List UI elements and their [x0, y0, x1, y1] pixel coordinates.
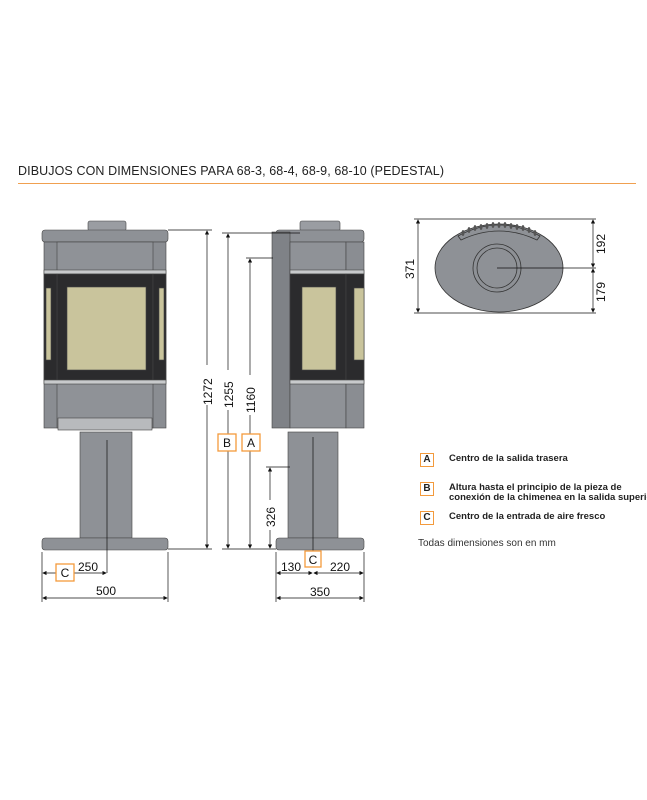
page-title: DIBUJOS CON DIMENSIONES PARA 68-3, 68-4,… — [18, 164, 445, 178]
legend-text-b: Altura hasta el principio de la pieza de… — [449, 482, 647, 503]
svg-text:C: C — [61, 566, 70, 580]
legend-key-b: B — [420, 482, 434, 496]
dim-1272: 1272 — [201, 378, 215, 405]
dim-130: 130 — [281, 560, 301, 574]
dim-192: 192 — [594, 234, 608, 254]
dim-326: 326 — [264, 507, 278, 527]
marker-c-front: C — [55, 563, 75, 582]
front-view-stove — [41, 220, 169, 551]
legend-text-c: Centro de la entrada de aire fresco — [449, 511, 606, 522]
legend-text-a: Centro de la salida trasera — [449, 453, 568, 464]
marker-a: A — [241, 433, 261, 452]
legend-key-c: C — [420, 511, 434, 525]
svg-text:A: A — [247, 436, 255, 450]
marker-c-side: C — [304, 550, 322, 568]
top-view-stove — [434, 222, 564, 313]
dim-179: 179 — [594, 282, 608, 302]
dim-500: 500 — [96, 584, 116, 598]
units-note: Todas dimensiones son en mm — [418, 538, 556, 549]
svg-text:C: C — [309, 553, 318, 567]
dim-1160: 1160 — [244, 387, 258, 413]
dim-220: 220 — [330, 560, 350, 574]
dim-250: 250 — [78, 560, 98, 574]
title-divider — [18, 183, 636, 184]
side-view-stove — [271, 220, 365, 551]
dim-371: 371 — [403, 259, 417, 279]
dim-1255: 1255 — [222, 381, 236, 408]
legend-key-a: A — [420, 453, 434, 467]
svg-text:B: B — [223, 436, 231, 450]
marker-b: B — [217, 433, 237, 452]
dim-350: 350 — [310, 585, 330, 599]
